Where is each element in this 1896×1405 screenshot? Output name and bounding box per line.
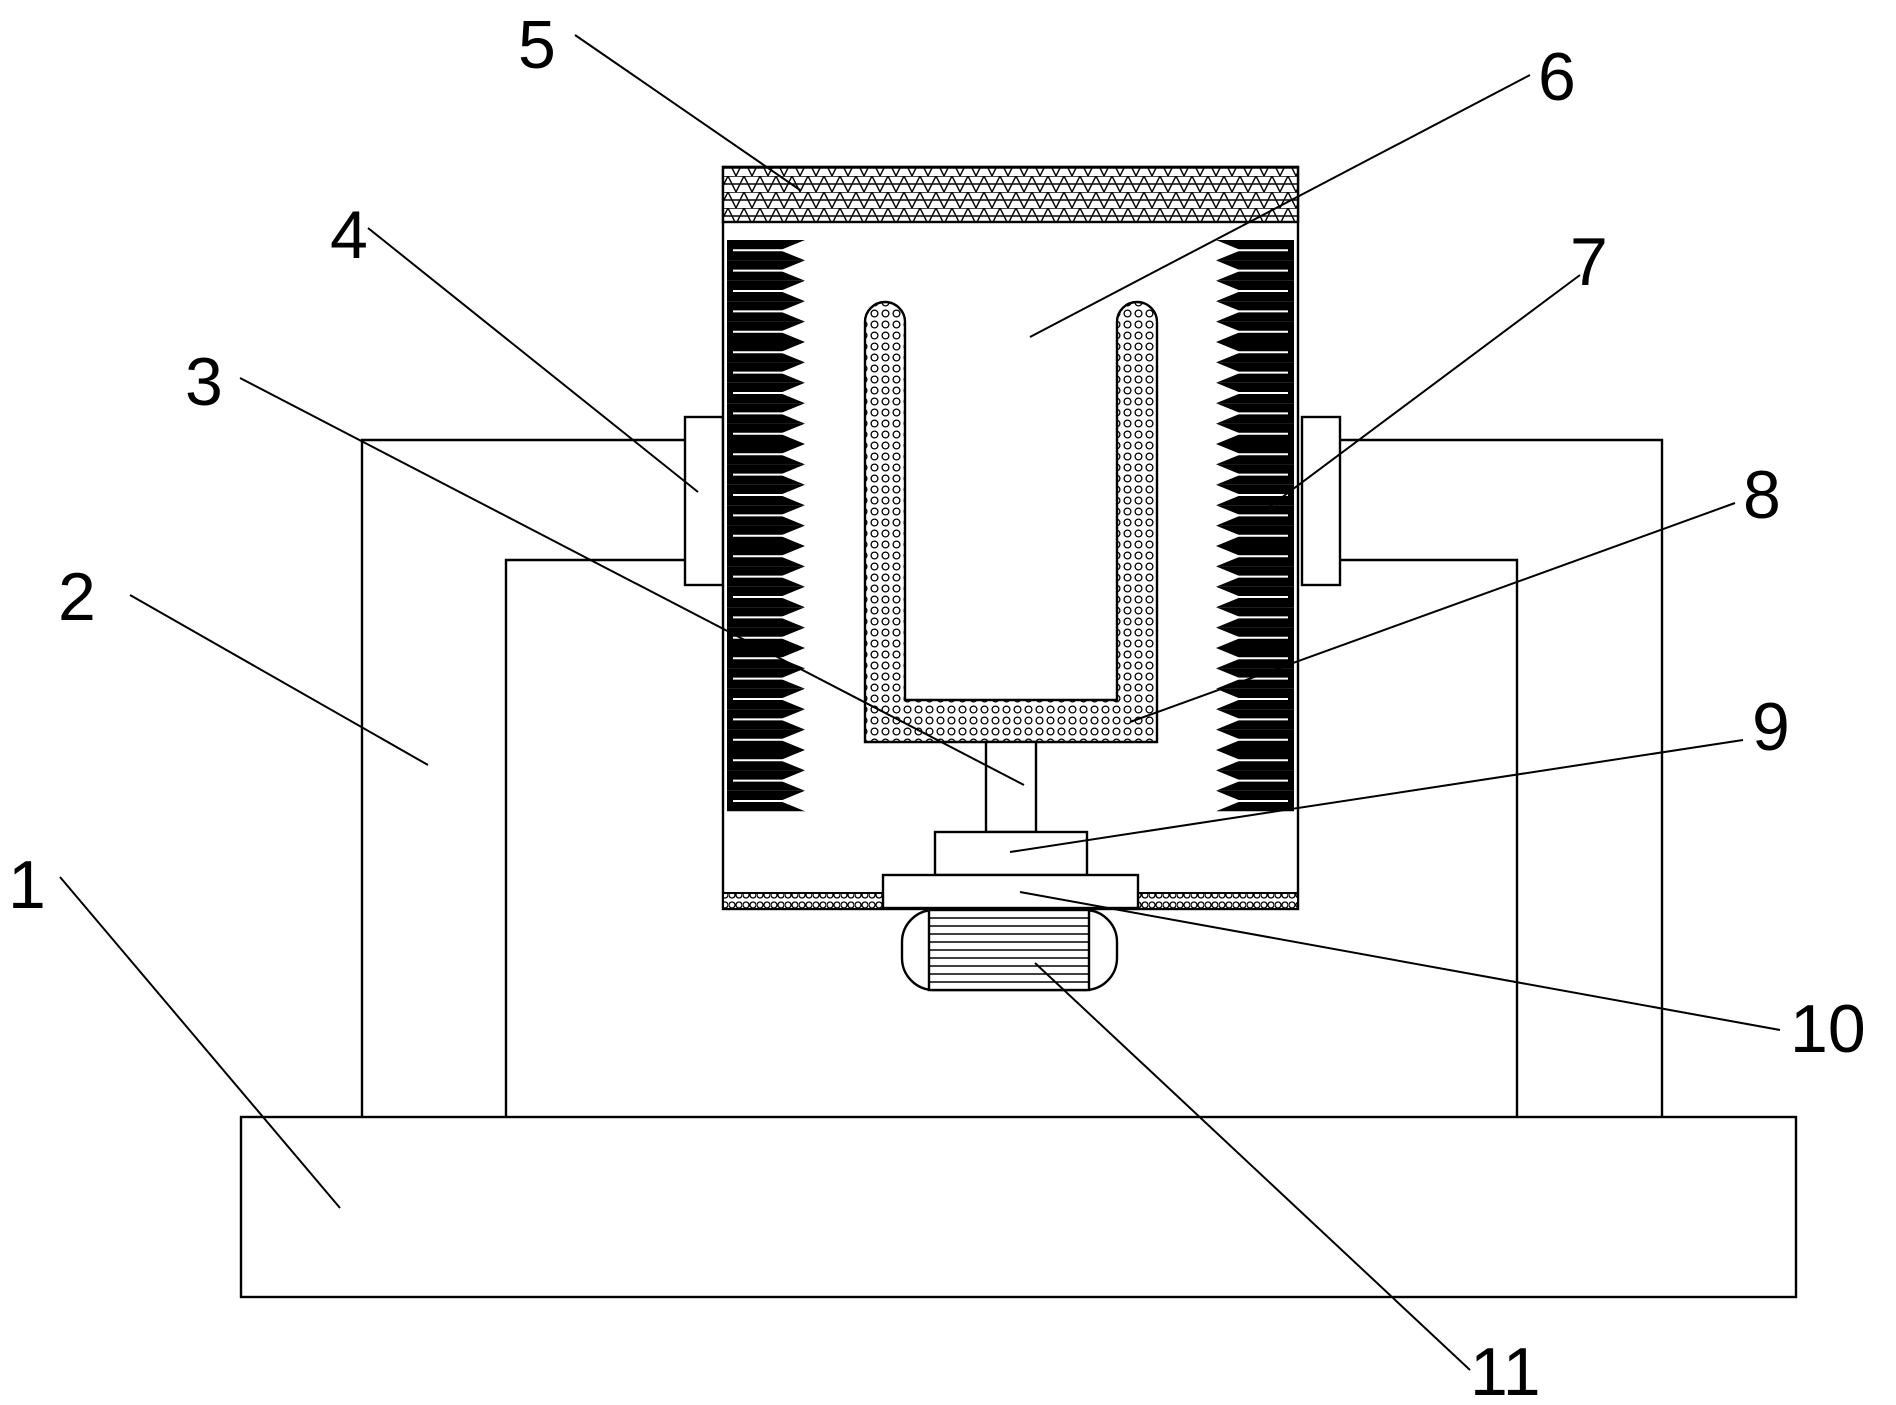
leader-line-5 — [575, 35, 800, 190]
callout-2: 2 — [58, 559, 96, 635]
callout-4: 4 — [330, 197, 368, 273]
callout-8: 8 — [1743, 457, 1781, 533]
right-serrated-strip — [1216, 240, 1294, 811]
callout-5: 5 — [518, 7, 556, 83]
callout-6: 6 — [1538, 39, 1576, 115]
callout-10: 10 — [1790, 991, 1866, 1067]
top-cover — [723, 167, 1298, 222]
coupling — [935, 832, 1087, 875]
mounting-plate — [883, 875, 1138, 908]
callout-9: 9 — [1752, 689, 1790, 765]
leader-line-1 — [60, 877, 340, 1208]
leader-line-10 — [1020, 892, 1780, 1030]
callout-3: 3 — [185, 344, 223, 420]
bottom-plate-left — [723, 893, 883, 909]
right-bearing-block — [1302, 417, 1340, 585]
support-shaft — [986, 742, 1036, 832]
callout-11: 11 — [1470, 1334, 1541, 1405]
leader-line-4 — [368, 228, 698, 492]
left-bearing-block — [685, 417, 723, 585]
base-plate — [241, 1117, 1796, 1297]
bottom-plate-right — [1138, 893, 1298, 909]
left-serrated-strip — [727, 240, 805, 811]
callout-7: 7 — [1570, 224, 1608, 300]
motor — [902, 910, 1117, 990]
leader-line-7 — [1265, 275, 1580, 510]
callout-1: 1 — [8, 847, 46, 923]
leader-line-2 — [130, 595, 428, 765]
